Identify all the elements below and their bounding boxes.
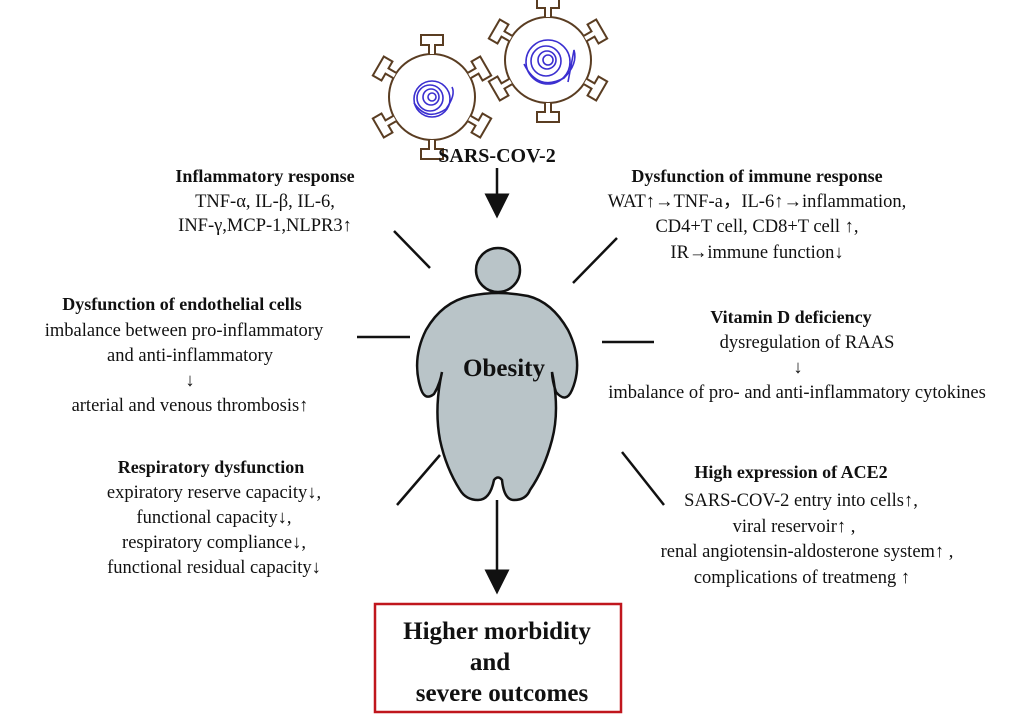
block-line: arterial and venous thrombosis↑ [72,396,309,416]
block-line: WAT↑→TNF-a，IL-6↑→inflammation, [608,192,907,212]
block-line: complications of treatmeng ↑ [694,568,910,588]
block-line: and anti-inflammatory [107,346,274,366]
block-line: functional residual capacity↓ [107,558,321,578]
block-title: High expression of ACE2 [694,462,887,482]
respiratory-dysfunction-block: Respiratory dysfunction expiratory reser… [107,457,321,578]
ace2-expression-block: High expression of ACE2 SARS-COV-2 entry… [661,462,954,588]
block-line: CD4+T cell, CD8+T cell ↑, [655,217,858,237]
block-title: Vitamin D deficiency [710,307,871,327]
block-title: Dysfunction of immune response [631,166,882,186]
block-title: Dysfunction of endothelial cells [62,294,302,314]
block-line: viral reservoir↑ , [733,517,856,537]
outcome-line: Higher morbidity [403,618,591,645]
virus-icon-left [371,34,493,160]
block-title: Inflammatory response [175,166,354,186]
rna-icon [413,80,454,118]
virus-label: SARS-COV-2 [438,145,555,167]
outcome-line: severe outcomes [416,680,589,707]
obesity-figure-icon [415,246,579,502]
block-line: functional capacity↓, [136,508,291,528]
block-line: ↓ [185,371,194,391]
center-label: Obesity [463,355,545,382]
outcome-box: Higher morbidity and severe outcomes [373,602,623,714]
block-line: imbalance between pro-inflammatory [45,321,324,341]
block-line: dysregulation of RAAS [720,333,895,353]
immune-dysfunction-block: Dysfunction of immune response WAT↑→TNF-… [608,166,907,263]
connector-lines [357,230,665,506]
block-line: IR→immune function↓ [670,243,843,263]
block-line: imbalance of pro- and anti-inflammatory … [608,383,986,403]
inflammatory-response-block: Inflammatory response TNF-α, IL-β, IL-6,… [175,166,354,236]
block-line: respiratory compliance↓, [122,533,306,553]
block-line: TNF-α, IL-β, IL-6, [195,192,335,212]
block-line: expiratory reserve capacity↓, [107,483,321,503]
block-line: renal angiotensin-aldosterone system↑ , [661,542,954,562]
vitamin-d-deficiency-block: Vitamin D deficiency dysregulation of RA… [608,307,986,403]
virus-icon-right [487,0,609,123]
outcome-line: and [470,649,510,676]
rna-icon [523,39,576,85]
block-line: INF-γ,MCP-1,NLPR3↑ [178,216,352,236]
block-line: SARS-COV-2 entry into cells↑, [684,491,918,511]
block-line: ↓ [793,358,802,378]
endothelial-dysfunction-block: Dysfunction of endothelial cells imbalan… [45,294,324,416]
block-title: Respiratory dysfunction [118,457,305,477]
